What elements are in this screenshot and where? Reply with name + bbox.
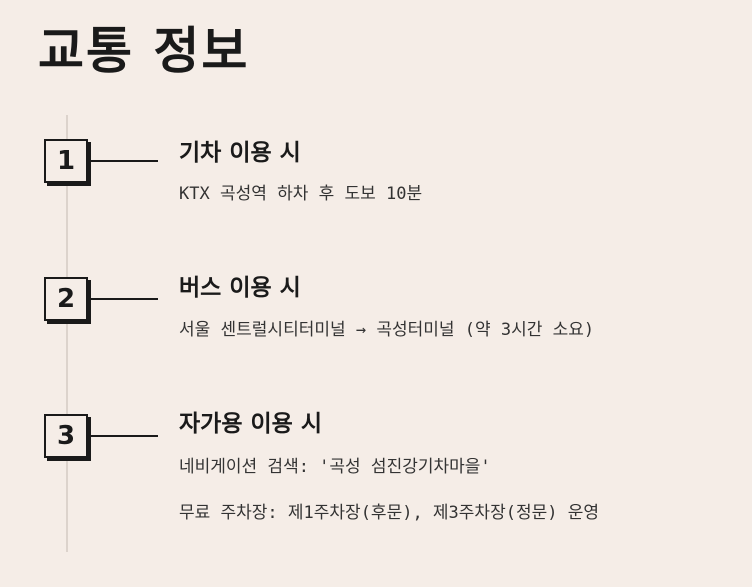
- step-3-detail-1: 네비게이션 검색: '곡성 섬진강기차마을': [179, 457, 491, 477]
- step-3-title: 자가용 이용 시: [179, 411, 322, 437]
- step-2-badge: 2: [44, 277, 88, 321]
- timeline-line: [66, 115, 68, 552]
- step-3-connector: [90, 435, 158, 437]
- step-3-badge: 3: [44, 414, 88, 458]
- step-1-detail-1: KTX 곡성역 하차 후 도보 10분: [179, 184, 423, 204]
- step-3-detail-2: 무료 주차장: 제1주차장(후문), 제3주차장(정문) 운영: [179, 503, 599, 523]
- page-title: 교통 정보: [38, 22, 250, 80]
- step-2-title: 버스 이용 시: [179, 275, 301, 301]
- step-1-badge: 1: [44, 139, 88, 183]
- step-2-connector: [90, 298, 158, 300]
- step-1-connector: [90, 160, 158, 162]
- step-2-detail-1: 서울 센트럴시티터미널 → 곡성터미널 (약 3시간 소요): [179, 320, 595, 340]
- step-1-title: 기차 이용 시: [179, 140, 301, 166]
